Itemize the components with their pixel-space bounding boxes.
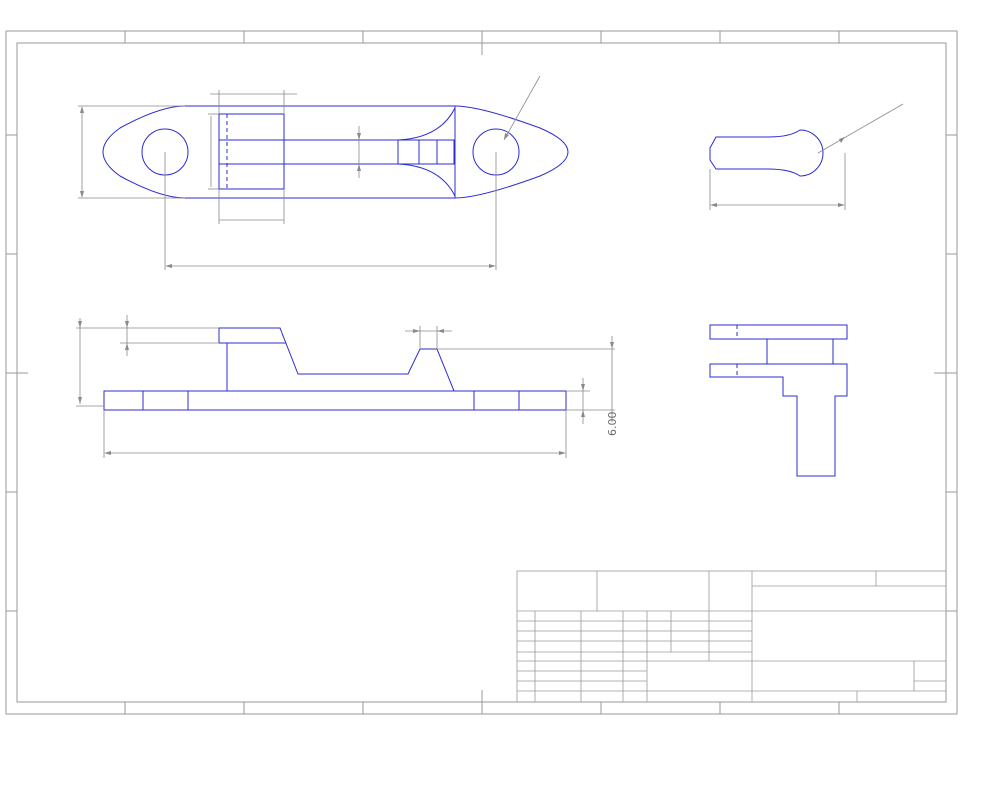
right-view-outline	[709, 129, 824, 177]
front-profile	[218, 327, 455, 392]
dimension-label: 6.00	[606, 412, 619, 437]
outer-border	[5, 30, 958, 715]
title-block	[516, 570, 947, 703]
side-view	[709, 324, 848, 477]
top-block	[218, 113, 285, 190]
side-top-flange	[709, 324, 848, 340]
top-view	[78, 75, 569, 270]
right-view	[709, 103, 904, 210]
slot	[397, 139, 455, 165]
front-view: 6.00	[76, 315, 619, 458]
side-lower-body	[709, 363, 848, 477]
base-plate	[103, 390, 567, 411]
top-view-outline	[102, 105, 569, 199]
inner-border	[16, 42, 947, 703]
sheet-border	[5, 30, 958, 715]
side-web	[766, 338, 834, 365]
